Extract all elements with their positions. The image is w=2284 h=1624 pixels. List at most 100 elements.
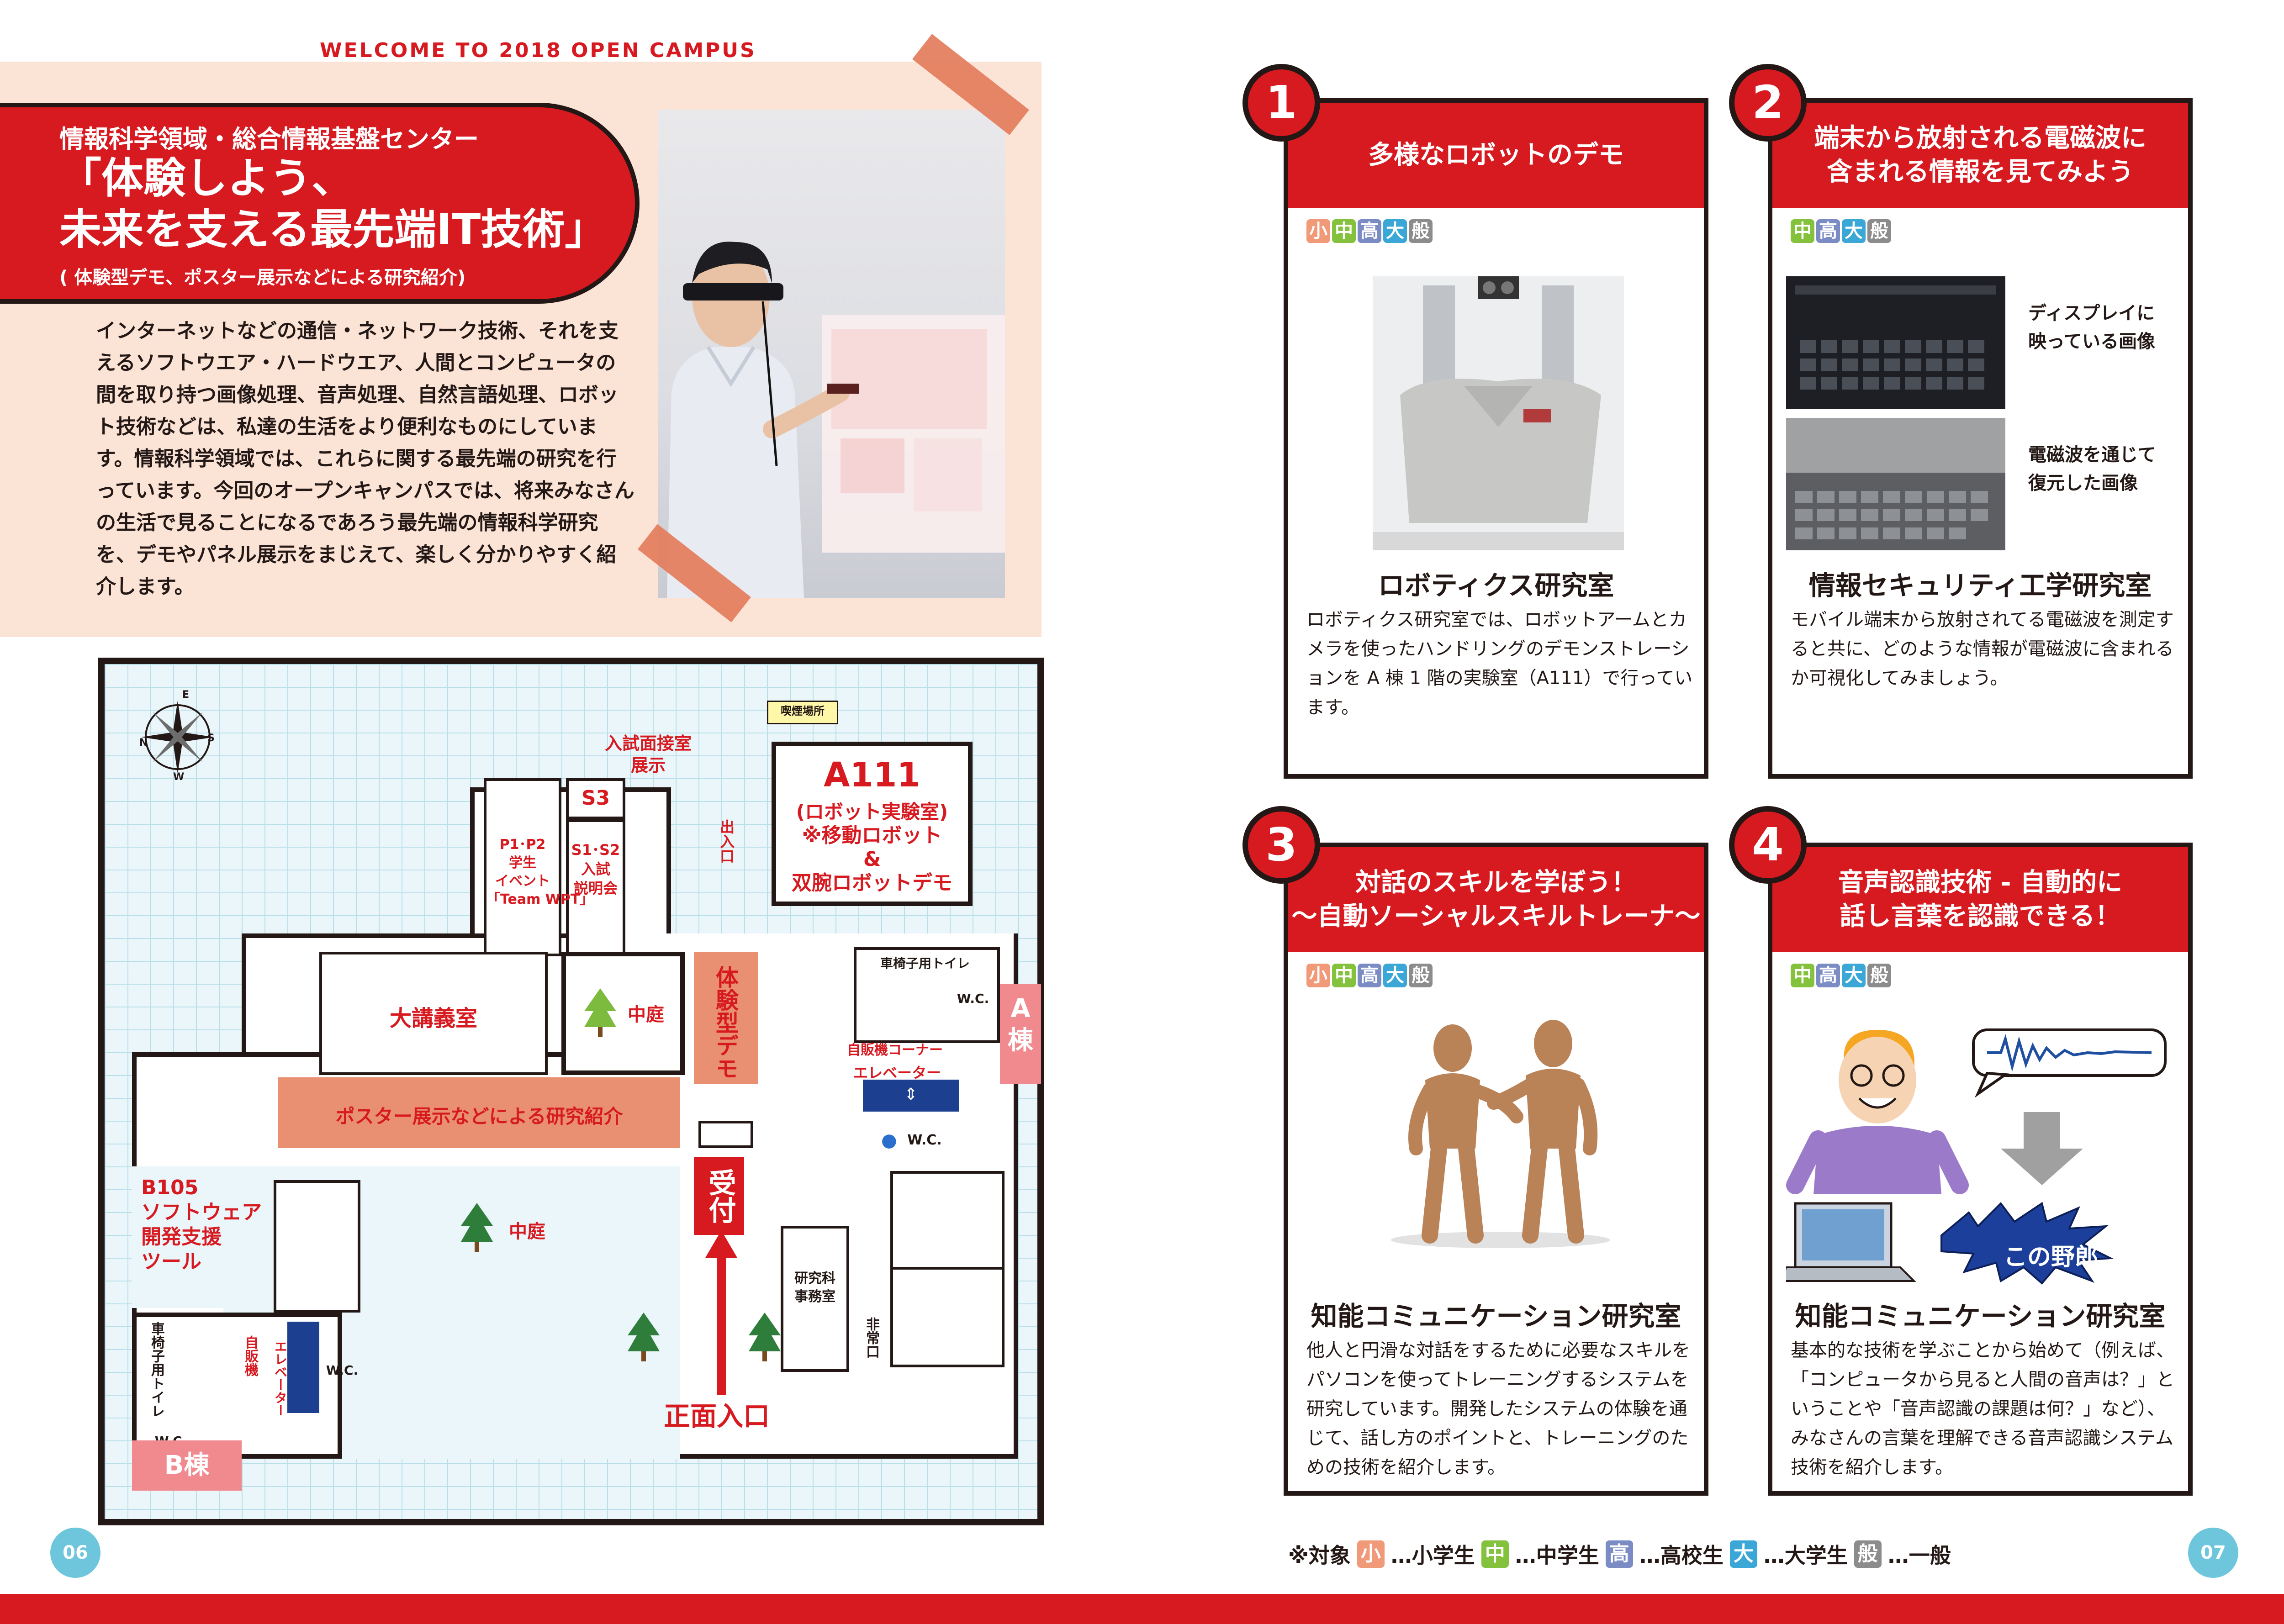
reception-desk <box>698 1121 753 1148</box>
tree-icon-3 <box>628 1313 660 1361</box>
room-s3[interactable]: S3 <box>566 778 625 819</box>
card-1-badges: 小 中 高 大 般 <box>1306 219 1433 243</box>
page-number-left: 06 <box>50 1528 100 1578</box>
lecture-hall-label: 大講義室 <box>389 1006 477 1031</box>
inner-courtyard[interactable]: 中庭 <box>561 952 685 1075</box>
presenter-photo <box>658 110 1005 598</box>
badge-general: 般 <box>1867 219 1891 243</box>
card-3-title: 対話のスキルを学ぼう！ 〜自動ソーシャルスキルトレーナ〜 <box>1288 847 1704 952</box>
lecture-hall[interactable]: 大講義室 <box>319 952 548 1075</box>
elevator-a[interactable]: ⇕ <box>863 1080 959 1112</box>
card-4-number: 4 <box>1729 806 1807 884</box>
wc-b2-label: W.C. <box>326 1363 359 1378</box>
subtitle: ( 体験型デモ、ポスター展示などによる研究紹介) <box>59 267 466 288</box>
speech-illustration <box>1786 1028 2167 1285</box>
wc-label-a1: W.C. <box>957 991 989 1006</box>
card-3-desc: 他人と円滑な対話をするために必要なスキルをパソコンを使ってトレーニングするシステ… <box>1306 1340 1690 1478</box>
card-speech-recognition[interactable]: 音声認識技術 - 自動的に 話し言葉を認識できる！ 中 高 大 般 この野郎 知… <box>1768 843 2193 1496</box>
badge-university: 大 <box>1383 219 1407 243</box>
wc-a[interactable]: ● W.C. <box>854 1116 963 1166</box>
mannequins-illustration <box>1391 1020 1610 1248</box>
robot-photo <box>1373 276 1624 550</box>
card-2-caption-2: 電磁波を通じて 復元した画像 <box>2028 444 2156 494</box>
a-building-label: A 棟 <box>1000 984 1041 1084</box>
audience-legend: ※対象 小 …小学生 中 …中学生 高 …高校生 大 …大学生 般 …一般 <box>1288 1539 1951 1569</box>
badge-high: 高 <box>1816 964 1840 987</box>
room-s1-s2[interactable]: S1･S2 入試 説明会 <box>566 819 625 956</box>
demo-label: 体験型デモ <box>712 965 739 1080</box>
legend-badge-general: 般 <box>1854 1540 1882 1568</box>
room-b105[interactable]: B105 ソフトウェア 開発支援 ツール <box>132 1166 262 1308</box>
badge-junior: 中 <box>1332 219 1356 243</box>
badge-general: 般 <box>1409 219 1433 243</box>
wheelchair-toilet-b[interactable]: 車椅子用トイレ W.C. <box>137 1317 205 1454</box>
emergency-exit-label: 非常口 <box>863 1317 879 1358</box>
reception-label[interactable]: 受付 <box>694 1157 744 1235</box>
legend-badge-junior: 中 <box>1481 1540 1509 1568</box>
legend-label-university: …大学生 <box>1763 1543 1848 1568</box>
speech-bubble-text: この野郎 <box>2003 1244 2099 1271</box>
card-4-title: 音声認識技術 - 自動的に 話し言葉を認識できる！ <box>1772 847 2188 952</box>
badge-university: 大 <box>1383 964 1407 987</box>
card-robot-demo[interactable]: 多様なロボットのデモ 小 中 高 大 般 ロボティクス研究室 ロボティクス研究室… <box>1284 98 1708 779</box>
card-4-lab: 知能コミュニケーション研究室 <box>1795 1301 2166 1332</box>
main-title: 「体験しよう、 未来を支える最先端IT技術」 <box>59 154 607 254</box>
presenter-illustration <box>667 242 1005 598</box>
card-2-number: 2 <box>1729 64 1807 142</box>
card-dialog-skill[interactable]: 対話のスキルを学ぼう！ 〜自動ソーシャルスキルトレーナ〜 小 中 高 大 般 知… <box>1284 843 1708 1496</box>
elevator-b-label: エレベーター <box>273 1340 288 1417</box>
vending-corner-label: 自販機コーナー <box>847 1042 943 1058</box>
b-building-label: B棟 <box>132 1440 242 1491</box>
badge-university: 大 <box>1842 964 1866 987</box>
legend-badge-elementary: 小 <box>1357 1540 1385 1568</box>
legend-label-elementary: …小学生 <box>1390 1543 1475 1568</box>
exit-label: 出入口 <box>718 819 735 863</box>
card-3-badges: 小 中 高 大 般 <box>1306 964 1433 987</box>
legend-label-general: …一般 <box>1887 1543 1951 1568</box>
elevator-label-a: エレベーター <box>853 1064 941 1081</box>
a111-title: A111 <box>824 755 920 795</box>
title-ribbon: 情報科学領域・総合情報基盤センター 「体験しよう、 未来を支える最先端IT技術」… <box>0 103 640 304</box>
compass-n: N <box>139 737 148 749</box>
card-2-caption-1: ディスプレイに 映っている画像 <box>2028 303 2155 352</box>
room-p1-p2[interactable]: P1･P2 学生 イベント 「Team WPT」 <box>484 778 593 956</box>
b105-label: B105 ソフトウェア 開発支援 ツール <box>141 1176 262 1273</box>
s3-label: S3 <box>581 786 610 810</box>
elevator-b[interactable] <box>287 1322 319 1413</box>
room-b-side <box>274 1180 360 1313</box>
tree-icon-4 <box>749 1313 781 1361</box>
room-a111[interactable]: A111 (ロボット実験室) ※移動ロボット & 双腕ロボットデモ <box>772 742 973 906</box>
poster-area[interactable]: ポスター展示などによる研究紹介 <box>278 1077 680 1148</box>
card-4-desc: 基本的な技術を学ぶことから始めて（例えば、「コンピュータから見ると人間の音声は？… <box>1791 1340 2174 1478</box>
badge-elementary: 小 <box>1306 219 1330 243</box>
card-2-badges: 中 高 大 般 <box>1791 219 1891 243</box>
courtyard-label: 中庭 <box>628 1004 664 1025</box>
intro-body: インターネットなどの通信・ネットワーク技術、それを支えるソフトウエア・ハードウエ… <box>96 319 634 598</box>
p1p2-label: P1･P2 学生 イベント 「Team WPT」 <box>486 837 593 907</box>
campus-map[interactable]: E N S W 喫煙場所 入試面接室 展示 A111 (ロボット実験室) ※移動… <box>98 658 1044 1525</box>
page-number-right: 07 <box>2188 1528 2238 1578</box>
courtyard2-label: 中庭 <box>509 1221 545 1242</box>
main-entrance-label[interactable]: 正面入口 <box>663 1401 770 1432</box>
card-1-desc: ロボティクス研究室では、ロボットアームとカメラを使ったハンドリングのデモンストレ… <box>1306 609 1693 718</box>
vending-b-label: 自販機 <box>242 1335 258 1376</box>
wheelchair-toilet-a[interactable]: 車椅子用トイレ W.C. <box>854 947 1000 1043</box>
card-em-wave[interactable]: 端末から放射される電磁波に 含まれる情報を見てみよう 中 高 大 般 ディスプレ… <box>1768 98 2193 779</box>
wheelchair-toilet-b-label: 車椅子用トイレ <box>148 1322 164 1418</box>
card-2-title: 端末から放射される電磁波に 含まれる情報を見てみよう <box>1772 103 2188 208</box>
badge-university: 大 <box>1842 219 1866 243</box>
a111-subtitle: (ロボット実験室) <box>796 801 948 823</box>
demo-area[interactable]: 体験型デモ <box>694 952 758 1084</box>
legend-badge-high: 高 <box>1605 1540 1633 1568</box>
graduate-office[interactable]: 研究科 事務室 <box>781 1226 849 1372</box>
room-east-2 <box>890 1267 1005 1367</box>
header-title: WELCOME TO 2018 OPEN CAMPUS <box>320 39 756 62</box>
elevator-icon: ⇕ <box>904 1085 918 1104</box>
interview-room-label: 入試面接室 展示 <box>604 733 692 775</box>
department-name: 情報科学領域・総合情報基盤センター <box>59 125 479 153</box>
legend-label-junior: …中学生 <box>1515 1543 1599 1568</box>
card-3-number: 3 <box>1242 806 1320 884</box>
badge-high: 高 <box>1358 964 1381 987</box>
card-2-desc: モバイル端末から放射されてる電磁波を測定すると共に、どのような情報が電磁波に含ま… <box>1791 609 2174 689</box>
wheelchair-toilet-label: 車椅子用トイレ <box>880 956 970 971</box>
